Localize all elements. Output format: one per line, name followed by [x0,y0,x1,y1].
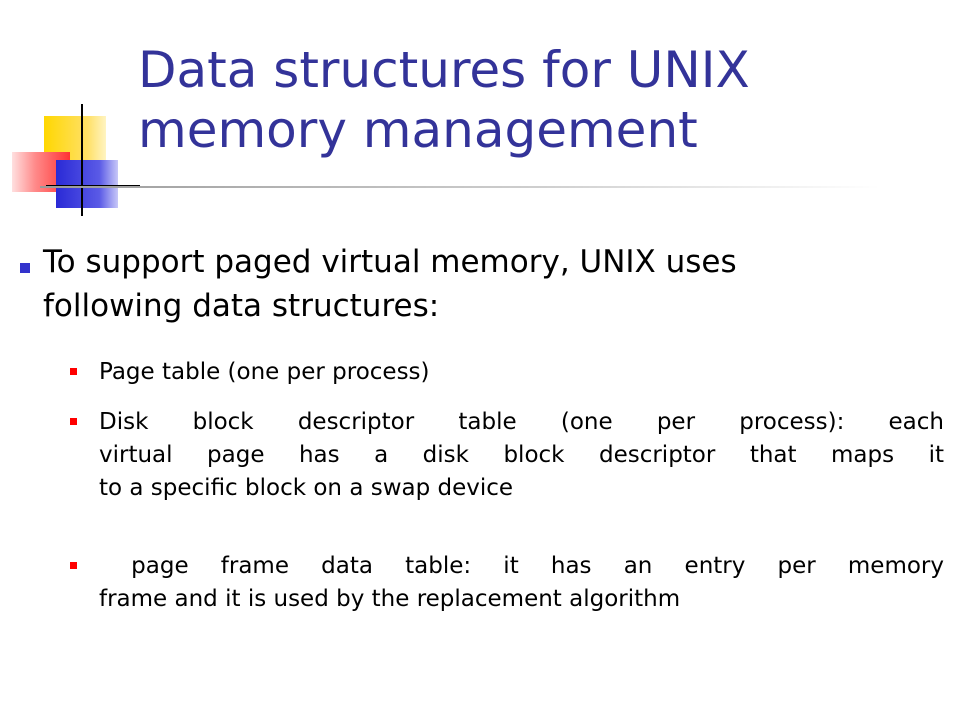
slide-title-line-1: Data structures for UNIX [138,41,750,99]
square-bullet-icon [70,418,77,425]
sub-bullet-text: Page table (one per process) [99,356,944,389]
square-bullet-icon [20,263,30,273]
bullet-text-line: To support paged virtual memory, UNIX us… [43,244,737,280]
bullet-text-line: following data structures: [43,288,440,324]
sub-bullet-text-line: virtual page has a disk block descriptor… [99,442,944,468]
sub-bullet-text: Disk block descriptor table (one per pro… [99,406,944,505]
sub-bullet-text-line: Disk block descriptor table (one per pro… [99,409,944,435]
slide-title: Data structures for UNIX memory manageme… [138,40,938,160]
bullet-text: To support paged virtual memory, UNIX us… [43,240,960,328]
deco-blue-square [56,160,118,208]
square-bullet-icon [70,562,77,569]
title-underline [40,186,880,188]
sub-bullet-text-line: Page table (one per process) [99,359,430,385]
sub-bullet-text-line: frame and it is used by the replacement … [99,586,681,612]
sub-bullet-text: page frame data table: it has an entry p… [99,550,944,616]
sub-bullet-text-line: page frame data table: it has an entry p… [99,553,944,579]
square-bullet-icon [70,368,77,375]
slide-title-line-2: memory management [138,101,698,159]
sub-bullet-text-line: to a specific block on a swap device [99,475,514,501]
